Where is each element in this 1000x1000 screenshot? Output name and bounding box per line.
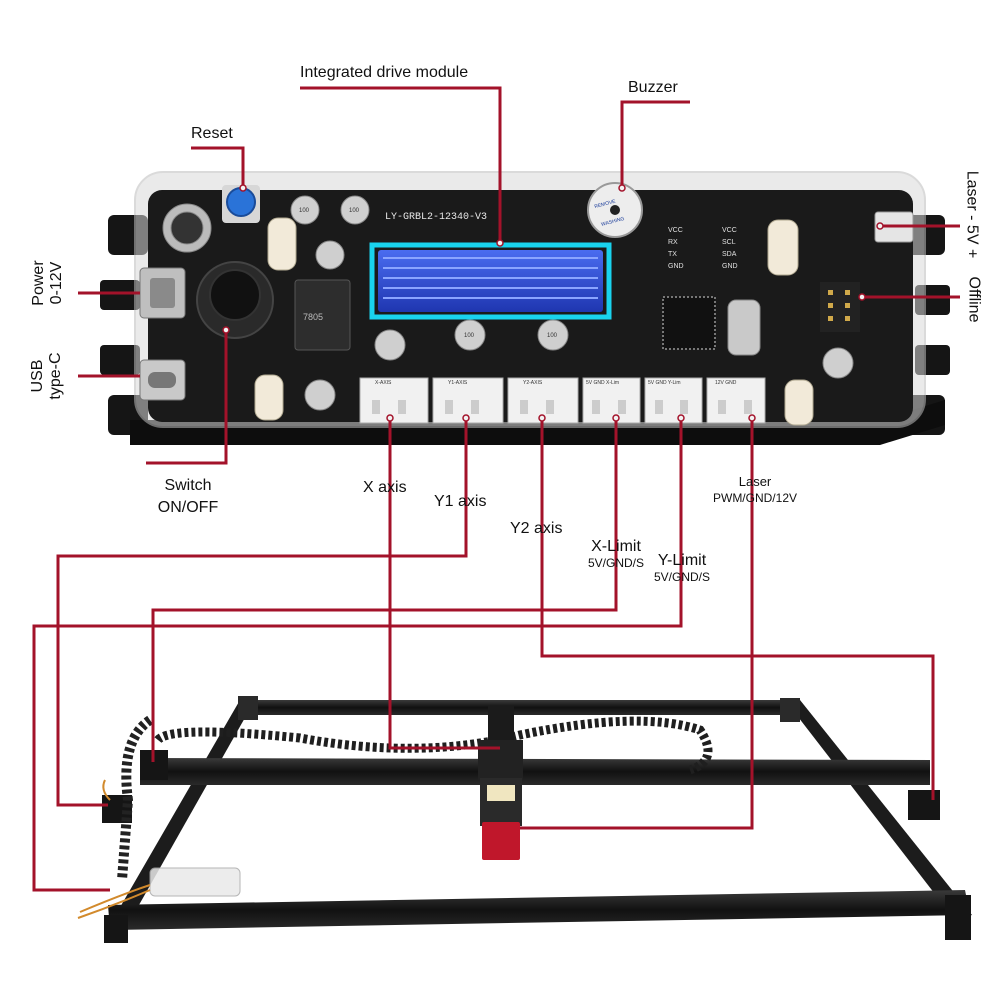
- svg-text:WASHING: WASHING: [601, 216, 626, 228]
- label-x-limit-title: X-Limit: [591, 538, 641, 555]
- label-usb-line1: USB: [29, 359, 46, 393]
- label-buzzer: Buzzer: [628, 79, 678, 96]
- label-x-limit: X-Limit 5V/GND/S: [572, 537, 660, 571]
- svg-text:100: 100: [464, 333, 475, 339]
- label-y2-axis: Y2 axis: [510, 520, 563, 537]
- label-integrated-drive-module: Integrated drive module: [300, 64, 469, 81]
- reset-button[interactable]: [226, 187, 256, 217]
- svg-text:VCC: VCC: [668, 227, 683, 234]
- label-laser-pins: PWM/GND/12V: [712, 491, 797, 505]
- svg-text:GND: GND: [668, 263, 684, 270]
- svg-text:X-AXIS: X-AXIS: [375, 380, 392, 386]
- svg-text:100: 100: [349, 208, 360, 214]
- svg-text:TX: TX: [668, 251, 677, 258]
- svg-text:5V GND Y-Lim: 5V GND Y-Lim: [648, 380, 681, 386]
- svg-text:SDA: SDA: [722, 251, 737, 258]
- drive-module-highlight: [369, 242, 612, 320]
- svg-text:SCL: SCL: [722, 239, 736, 246]
- engraver-frame: [77, 696, 972, 943]
- power-switch[interactable]: [209, 269, 261, 321]
- label-x-axis: X axis: [363, 479, 407, 496]
- label-power-line1: Power: [30, 260, 47, 306]
- board-model-text: LY-GRBL2-12340-V3: [385, 212, 487, 223]
- svg-text:5V GND X-Lim: 5V GND X-Lim: [586, 380, 619, 386]
- svg-text:GND: GND: [722, 263, 738, 270]
- svg-text:100: 100: [299, 208, 310, 214]
- label-switch: Switch ON/OFF: [140, 475, 236, 519]
- label-laser-title: Laser: [738, 474, 772, 489]
- label-usb: USB type-C: [29, 343, 65, 409]
- svg-text:100: 100: [547, 333, 558, 339]
- label-switch-line1: Switch: [164, 477, 212, 494]
- label-x-limit-pins: 5V/GND/S: [587, 556, 644, 570]
- leader-lines: [32, 86, 960, 892]
- svg-text:REMOVE: REMOVE: [594, 199, 617, 211]
- label-y-limit: Y-Limit 5V/GND/S: [638, 551, 726, 585]
- label-laser: Laser PWM/GND/12V: [700, 472, 810, 506]
- svg-text:Y1-AXIS: Y1-AXIS: [448, 380, 468, 386]
- laser-head: [482, 822, 520, 860]
- label-usb-line2: type-C: [47, 352, 64, 400]
- label-power: Power 0-12V: [30, 253, 66, 313]
- label-laser-5v: Laser - 5V +: [963, 170, 981, 259]
- svg-text:7805: 7805: [303, 312, 323, 322]
- label-y1-axis: Y1 axis: [434, 493, 487, 510]
- label-switch-line2: ON/OFF: [157, 499, 219, 516]
- label-offline: Offline: [965, 276, 983, 323]
- svg-text:VCC: VCC: [722, 227, 737, 234]
- label-y-limit-title: Y-Limit: [657, 552, 707, 569]
- svg-text:Y2-AXIS: Y2-AXIS: [523, 380, 543, 386]
- controller-board: LY-GRBL2-12340-V3 100 100 100 100: [100, 171, 950, 445]
- svg-text:RX: RX: [668, 239, 678, 246]
- label-reset: Reset: [191, 125, 233, 142]
- label-power-line2: 0-12V: [48, 261, 65, 305]
- svg-text:12V GND: 12V GND: [715, 380, 737, 386]
- label-y-limit-pins: 5V/GND/S: [653, 570, 710, 584]
